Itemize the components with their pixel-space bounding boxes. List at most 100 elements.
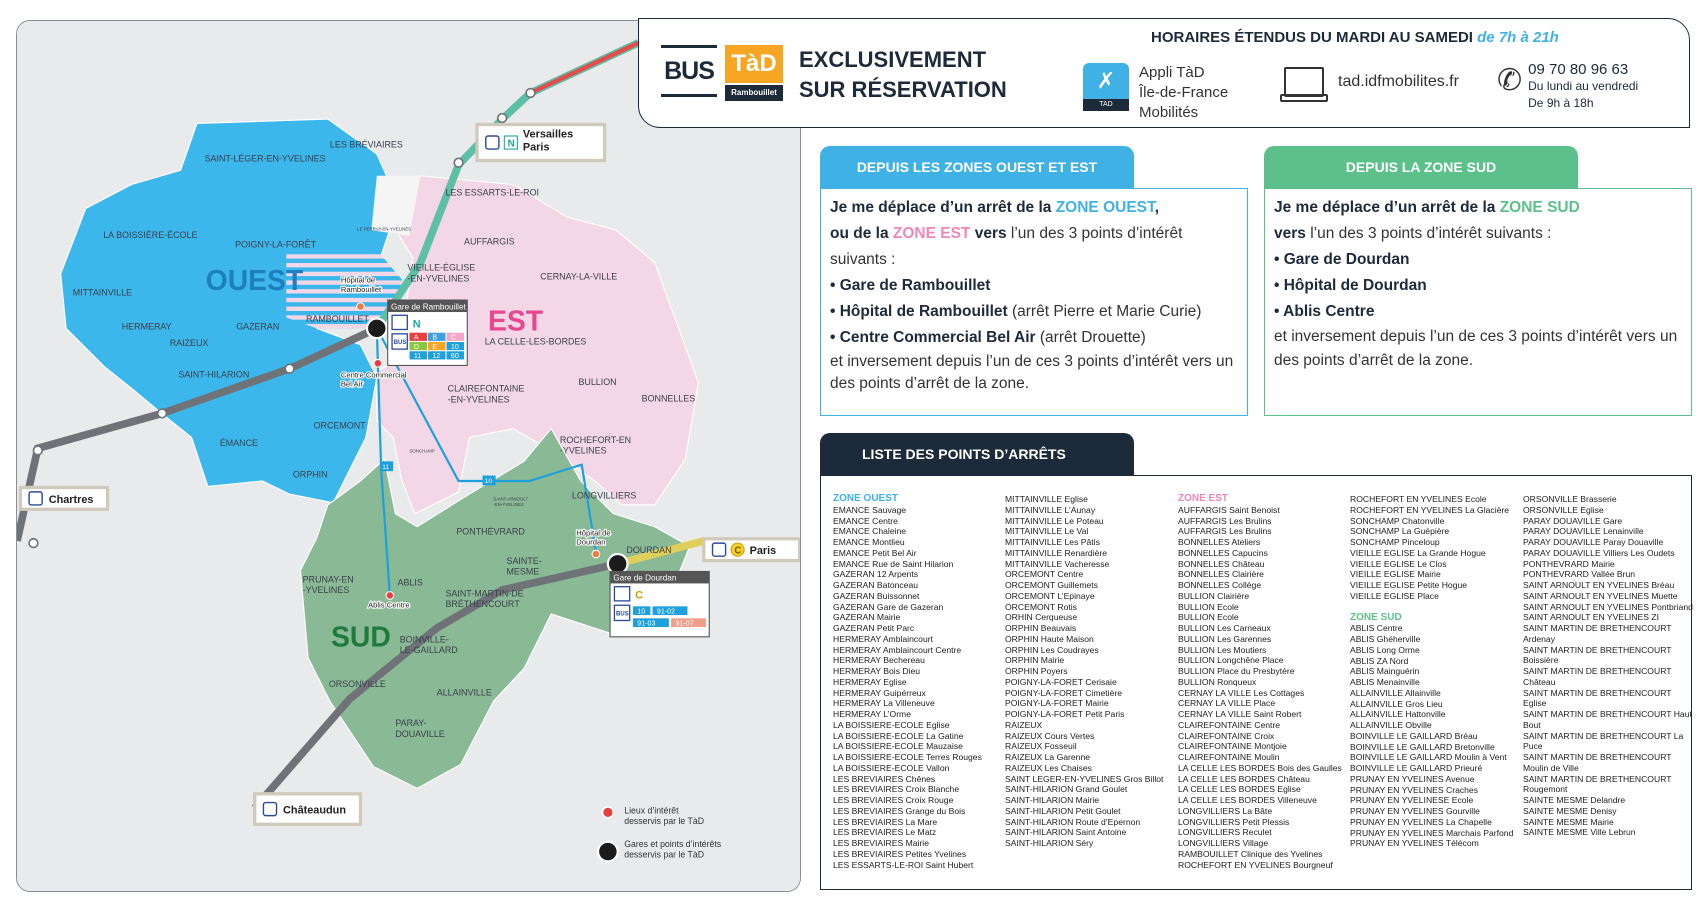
stop-item: SAINT MARTIN DE BRETHENCOURT Haut Bout <box>1523 709 1692 730</box>
stop-item: LES ESSARTS-LE-ROI Saint Hubert <box>833 859 974 870</box>
bus-line-number: 91-02 <box>657 607 675 615</box>
app-info[interactable]: ✗TAD Appli TàD Île-de-France Mobilités <box>1083 63 1228 123</box>
stop-item: SAINT MARTIN DE BRETHENCOURT Château <box>1523 666 1672 687</box>
poi-marker[interactable] <box>591 549 601 559</box>
rail-line-paris <box>529 40 640 95</box>
bus-line-number: E <box>432 343 437 351</box>
stop-item: SONCHAMP La Guépière <box>1350 526 1450 537</box>
stop-item: ORPHIN Poyers <box>1005 666 1068 676</box>
stop-item: BOINVILLE LE GAILLARD Bretonville <box>1350 741 1495 752</box>
stop-item: HERMERAY Bechereau <box>833 655 925 666</box>
stop-item: LES BREVIAIRES Petites Yvelines <box>833 848 967 859</box>
website-info[interactable]: tad.idfmobilites.fr <box>1280 67 1459 102</box>
stop-item: BOINVILLE LE GAILLARD Prieuré <box>1350 763 1483 773</box>
stop-item: ABLIS Centre <box>1350 623 1403 634</box>
town-label: GAZERAN <box>236 321 279 331</box>
stop-item: LA BOISSIERE-ECOLE Mauzaise <box>833 741 963 752</box>
stop-item: ORHIN Cerqueuse <box>1005 612 1078 623</box>
zone-sud-label: ZONE SUD <box>1499 199 1580 216</box>
stop-item: LES BREVIAIRES La Mare <box>833 816 938 827</box>
stop-item: POIGNY-LA-FORET Cimetière <box>1005 687 1122 698</box>
stop-item: ORCEMONT L’Epinaye <box>1005 590 1095 601</box>
app-text: Mobilités <box>1139 104 1199 121</box>
bus-line-badge <box>632 606 651 616</box>
station-name: Châteaudun <box>283 804 346 816</box>
zone-heading: ZONE OUEST <box>833 493 899 504</box>
stop-item: SAINT MARTIN DE BRETHENCOURT La Puce <box>1523 730 1684 752</box>
stop-item: BULLION Ecole <box>1178 612 1239 623</box>
stop-item: CLAIREFONTAINE Centre <box>1178 719 1281 730</box>
town-label: LA BOISSIÈRE-ÉCOLE <box>103 230 197 240</box>
stop-item: SAINTE MESME Delandre <box>1523 795 1626 805</box>
stop-item: HERMERAY Guipérreux <box>833 687 926 698</box>
line-badge: C <box>734 545 741 556</box>
phone-number[interactable]: 09 70 80 96 63 <box>1528 61 1629 78</box>
rail-stop-marker <box>496 112 508 124</box>
stop-item: VIEILLE EGLISE Place <box>1350 590 1439 601</box>
stop-item: PARAY DOUAVILLE Gare <box>1523 515 1623 526</box>
sud-intro: Je me déplace d’un arrêt de la ZONE SUD … <box>1274 195 1682 325</box>
poi-item: • Gare de Rambouillet <box>830 277 991 294</box>
stop-item: MITTAINVILLE Vacheresse <box>1005 558 1110 569</box>
stop-item: LONGVILLIERS La Bâte <box>1178 805 1273 816</box>
stop-item: LES BREVIAIRES Chênes <box>833 773 936 784</box>
stop-item: SAINT-HILARION Petit Goulet <box>1005 805 1121 816</box>
laptop-icon <box>1280 67 1328 102</box>
stop-item: PONTHEVRARD Mairie <box>1523 558 1615 569</box>
poi-marker[interactable] <box>373 358 383 368</box>
poi-marker[interactable] <box>385 591 395 600</box>
bus-icon <box>613 604 631 622</box>
text: vers <box>970 225 1007 242</box>
stop-item: LA BOISSIERE-ECOLE Vallon <box>833 762 950 773</box>
bus-line-badge <box>632 618 669 628</box>
stop-item: CERNAY LA VILLE Les Cottages <box>1178 687 1305 698</box>
poi-marker[interactable] <box>356 302 365 311</box>
stop-item: SAINT ARNOULT EN YVELINES Bréau <box>1523 580 1675 590</box>
station-tag[interactable] <box>702 537 800 563</box>
bus-line-number: 91-03 <box>637 619 655 627</box>
poi-stop: (arrêt Pierre et Marie Curie) <box>1007 303 1202 320</box>
stop-item: BONNELLES Capucins <box>1178 547 1268 558</box>
bus-line-badge <box>428 351 446 360</box>
header-banner: BUS TàD Rambouillet EXCLUSIVEMENT SUR RÉ… <box>638 18 1690 128</box>
stop-item: EMANCE Montlieu <box>833 537 905 547</box>
bus-line-badge <box>409 351 427 360</box>
zone-ouest-area <box>60 118 400 504</box>
title-line: SUR RÉSERVATION <box>799 77 1007 102</box>
stop-item: ORPHIN Mairie <box>1005 655 1065 666</box>
stop-item: ALLAINVILLE Gros Lieu <box>1350 698 1443 709</box>
stop-item: BULLION Les Moutiers <box>1178 644 1267 655</box>
town-label: VIEILLE-ÉGLISE-EN-YVELINES <box>407 263 475 284</box>
stop-item: EMANCE Sauvage <box>833 504 907 515</box>
stop-item: SAINT ARNOULT EN YVELINES Pontbriand <box>1523 601 1693 612</box>
stop-item: LES BREVIAIRES Croix Rouge <box>833 795 954 805</box>
stop-item: ORSONVILLE Eglise <box>1523 504 1604 515</box>
bus-line-badge <box>652 606 688 616</box>
app-text: Île-de-France <box>1139 84 1229 101</box>
station-marker[interactable] <box>365 317 388 340</box>
bus-line-badge <box>409 332 427 341</box>
town-label: HERMERAY <box>122 321 172 331</box>
stop-item: BONNELLES Collège <box>1178 580 1262 590</box>
text: Je me déplace d’un arrêt de la <box>1274 199 1500 216</box>
rail-stop-marker <box>284 363 295 374</box>
train-icon <box>262 801 278 817</box>
stop-item: LONGVILLIERS Reculet <box>1178 827 1272 838</box>
stop-item: AUFFARGIS Saint Benoist <box>1178 504 1280 515</box>
stop-item: CERNAY LA VILLE Place <box>1178 698 1276 709</box>
stop-item: MITTAINVILLE L’Aunay <box>1005 504 1096 515</box>
stop-item: PRUNAY EN YVELINES La Chapelle <box>1350 816 1492 827</box>
poi-item: • Hôpital de Rambouillet <box>830 303 1008 320</box>
website-link[interactable]: tad.idfmobilites.fr <box>1338 73 1459 90</box>
station-marker[interactable] <box>606 552 629 575</box>
text: et inversement depuis l’un de ces 3 poin… <box>830 353 1234 392</box>
le-perray-area <box>371 175 421 236</box>
bus-icon-label: BUS <box>616 612 629 618</box>
stop-item: ORCEMONT Guillemets <box>1005 580 1098 590</box>
phone-icon: ✆ <box>1497 64 1523 97</box>
bus-logo: BUS <box>661 45 717 97</box>
